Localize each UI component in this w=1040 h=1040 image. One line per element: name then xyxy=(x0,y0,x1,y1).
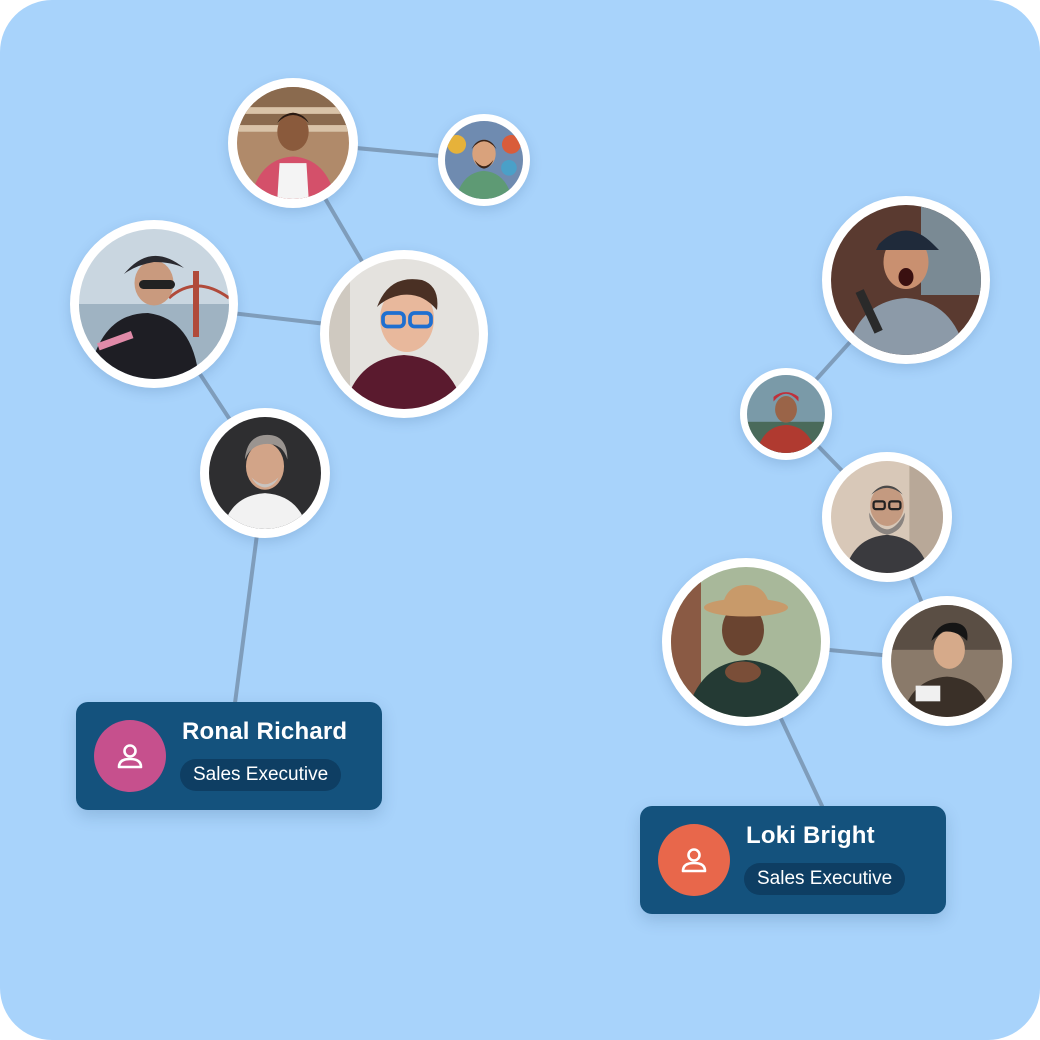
avatar-chef-excited[interactable] xyxy=(822,196,990,364)
avatar-glasses-man[interactable] xyxy=(320,250,488,418)
contact-card-loki[interactable]: Loki Bright Sales Executive xyxy=(640,806,946,914)
avatar-hat-man[interactable] xyxy=(662,558,830,726)
person-photo xyxy=(79,229,229,379)
person-photo xyxy=(237,87,349,199)
person-photo xyxy=(671,567,821,717)
person-photo xyxy=(445,121,523,199)
person-photo xyxy=(831,205,981,355)
user-icon xyxy=(681,848,707,873)
avatar-bearded-man[interactable] xyxy=(822,452,952,582)
avatar-cyclist[interactable] xyxy=(70,220,238,388)
person-photo xyxy=(329,259,479,409)
person-photo xyxy=(891,605,1003,717)
contact-name: Loki Bright xyxy=(746,822,875,849)
contact-name: Ronal Richard xyxy=(182,718,348,745)
role-pill: Sales Executive xyxy=(744,863,906,895)
user-icon xyxy=(117,744,143,769)
avatar-shop-owner[interactable] xyxy=(438,114,530,206)
avatar-badge xyxy=(94,720,166,792)
avatar-badge xyxy=(658,824,730,896)
avatar-grey-hair-man[interactable] xyxy=(200,408,330,538)
avatar-blazer-man[interactable] xyxy=(882,596,1012,726)
person-photo xyxy=(747,375,825,453)
person-photo xyxy=(831,461,943,573)
person-photo xyxy=(209,417,321,529)
role-pill: Sales Executive xyxy=(180,759,342,791)
avatar-traveler[interactable] xyxy=(740,368,832,460)
contact-card-ronal[interactable]: Ronal Richard Sales Executive xyxy=(76,702,382,810)
avatar-baker[interactable] xyxy=(228,78,358,208)
